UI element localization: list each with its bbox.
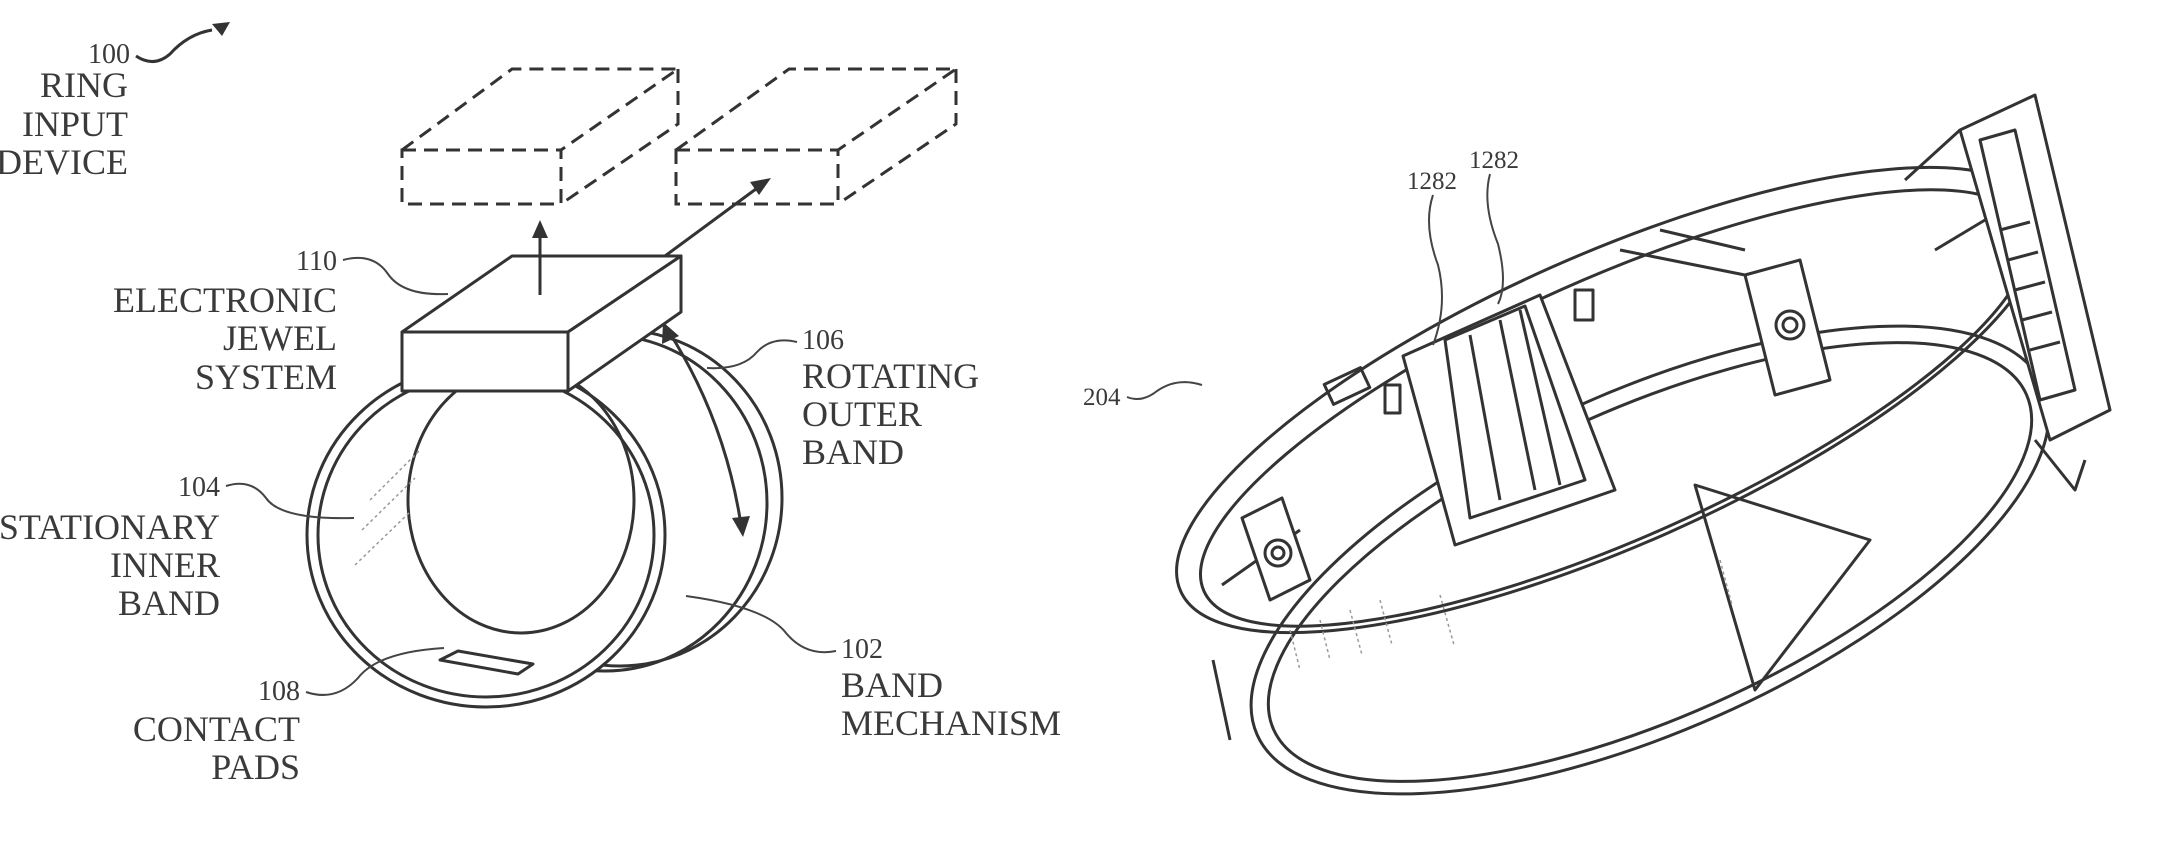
ref-102-leader [685,595,837,654]
contact-label-line2: PADS [211,747,300,787]
ref-1282-b-leader [1486,173,1504,305]
inner-panel [1693,483,1872,692]
ref-1282-b: 1282 [1469,147,1519,174]
diagonal-arrow [664,184,761,258]
device-label-line2: INPUT [22,104,128,144]
ref-104-leader [225,482,355,520]
right-clip [1619,228,1832,397]
outer-band-label-line2: OUTER [802,394,922,434]
ref-1282-a-leader [1428,194,1443,346]
mechanism-label-line1: BAND [841,665,943,705]
inner-band-label-line3: BAND [118,583,220,623]
ref-100-leader [135,28,213,63]
device-label-line1: RING [40,65,128,105]
inner-band-label-line1: STATIONARY [0,507,220,547]
jewel-label-line2: JEWEL [223,318,337,358]
ref-110-leader [342,256,449,296]
ref-106: 106 [802,325,844,356]
ref-104: 104 [178,472,220,503]
ref-204: 204 [1083,384,1121,411]
ref-106-leader [706,339,798,370]
ref-100: 100 [88,39,130,70]
dashed-jewel-position-2 [674,67,961,206]
left-clip [1240,496,1312,602]
clasp [1903,93,2112,492]
band-upper-rim [1175,165,2045,635]
jewel-label-line1: ELECTRONIC [113,280,337,320]
band-lower-edge [1249,324,2051,796]
ref-102: 102 [841,634,883,665]
ring-input-device-figure: 100 RING INPUT DEVICE [0,22,1061,787]
ref-204-leader [1126,381,1203,400]
small-slot [1322,366,1372,406]
ref-110: 110 [296,246,337,277]
ref-1282-a: 1282 [1407,168,1457,195]
dashed-jewel-position-1 [400,67,683,206]
rotation-arrow [667,331,743,526]
contact-label-line1: CONTACT [133,709,300,749]
device-label-line3: DEVICE [0,142,128,182]
electronic-jewel-system-box [400,254,683,393]
jewel-label-line3: SYSTEM [195,357,337,397]
inner-band-label-line2: INNER [110,545,220,585]
mechanism-label-line2: MECHANISM [841,703,1061,743]
ref-108-leader [305,647,445,696]
band-assembly-figure: 1282 1282 204 [1083,93,2112,796]
contact-pads [438,649,535,676]
outer-band-label-line3: BAND [802,432,904,472]
outer-band-label-line1: ROTATING [802,356,979,396]
arrowhead-icon [212,22,230,36]
ref-108: 108 [258,676,300,707]
central-module [1383,288,1617,547]
